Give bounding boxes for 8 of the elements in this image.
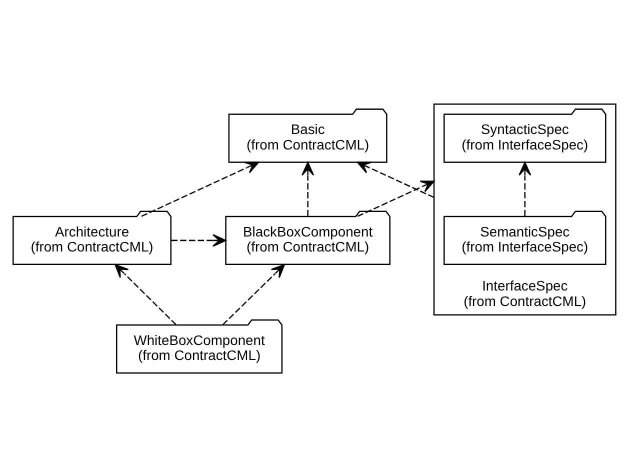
arrow [171,234,226,247]
arrow [222,264,285,326]
arrow [356,162,434,198]
arrow [141,162,260,217]
arrow [302,162,314,216]
arrow [114,264,176,326]
arrow [518,162,532,216]
arrow [357,180,435,217]
